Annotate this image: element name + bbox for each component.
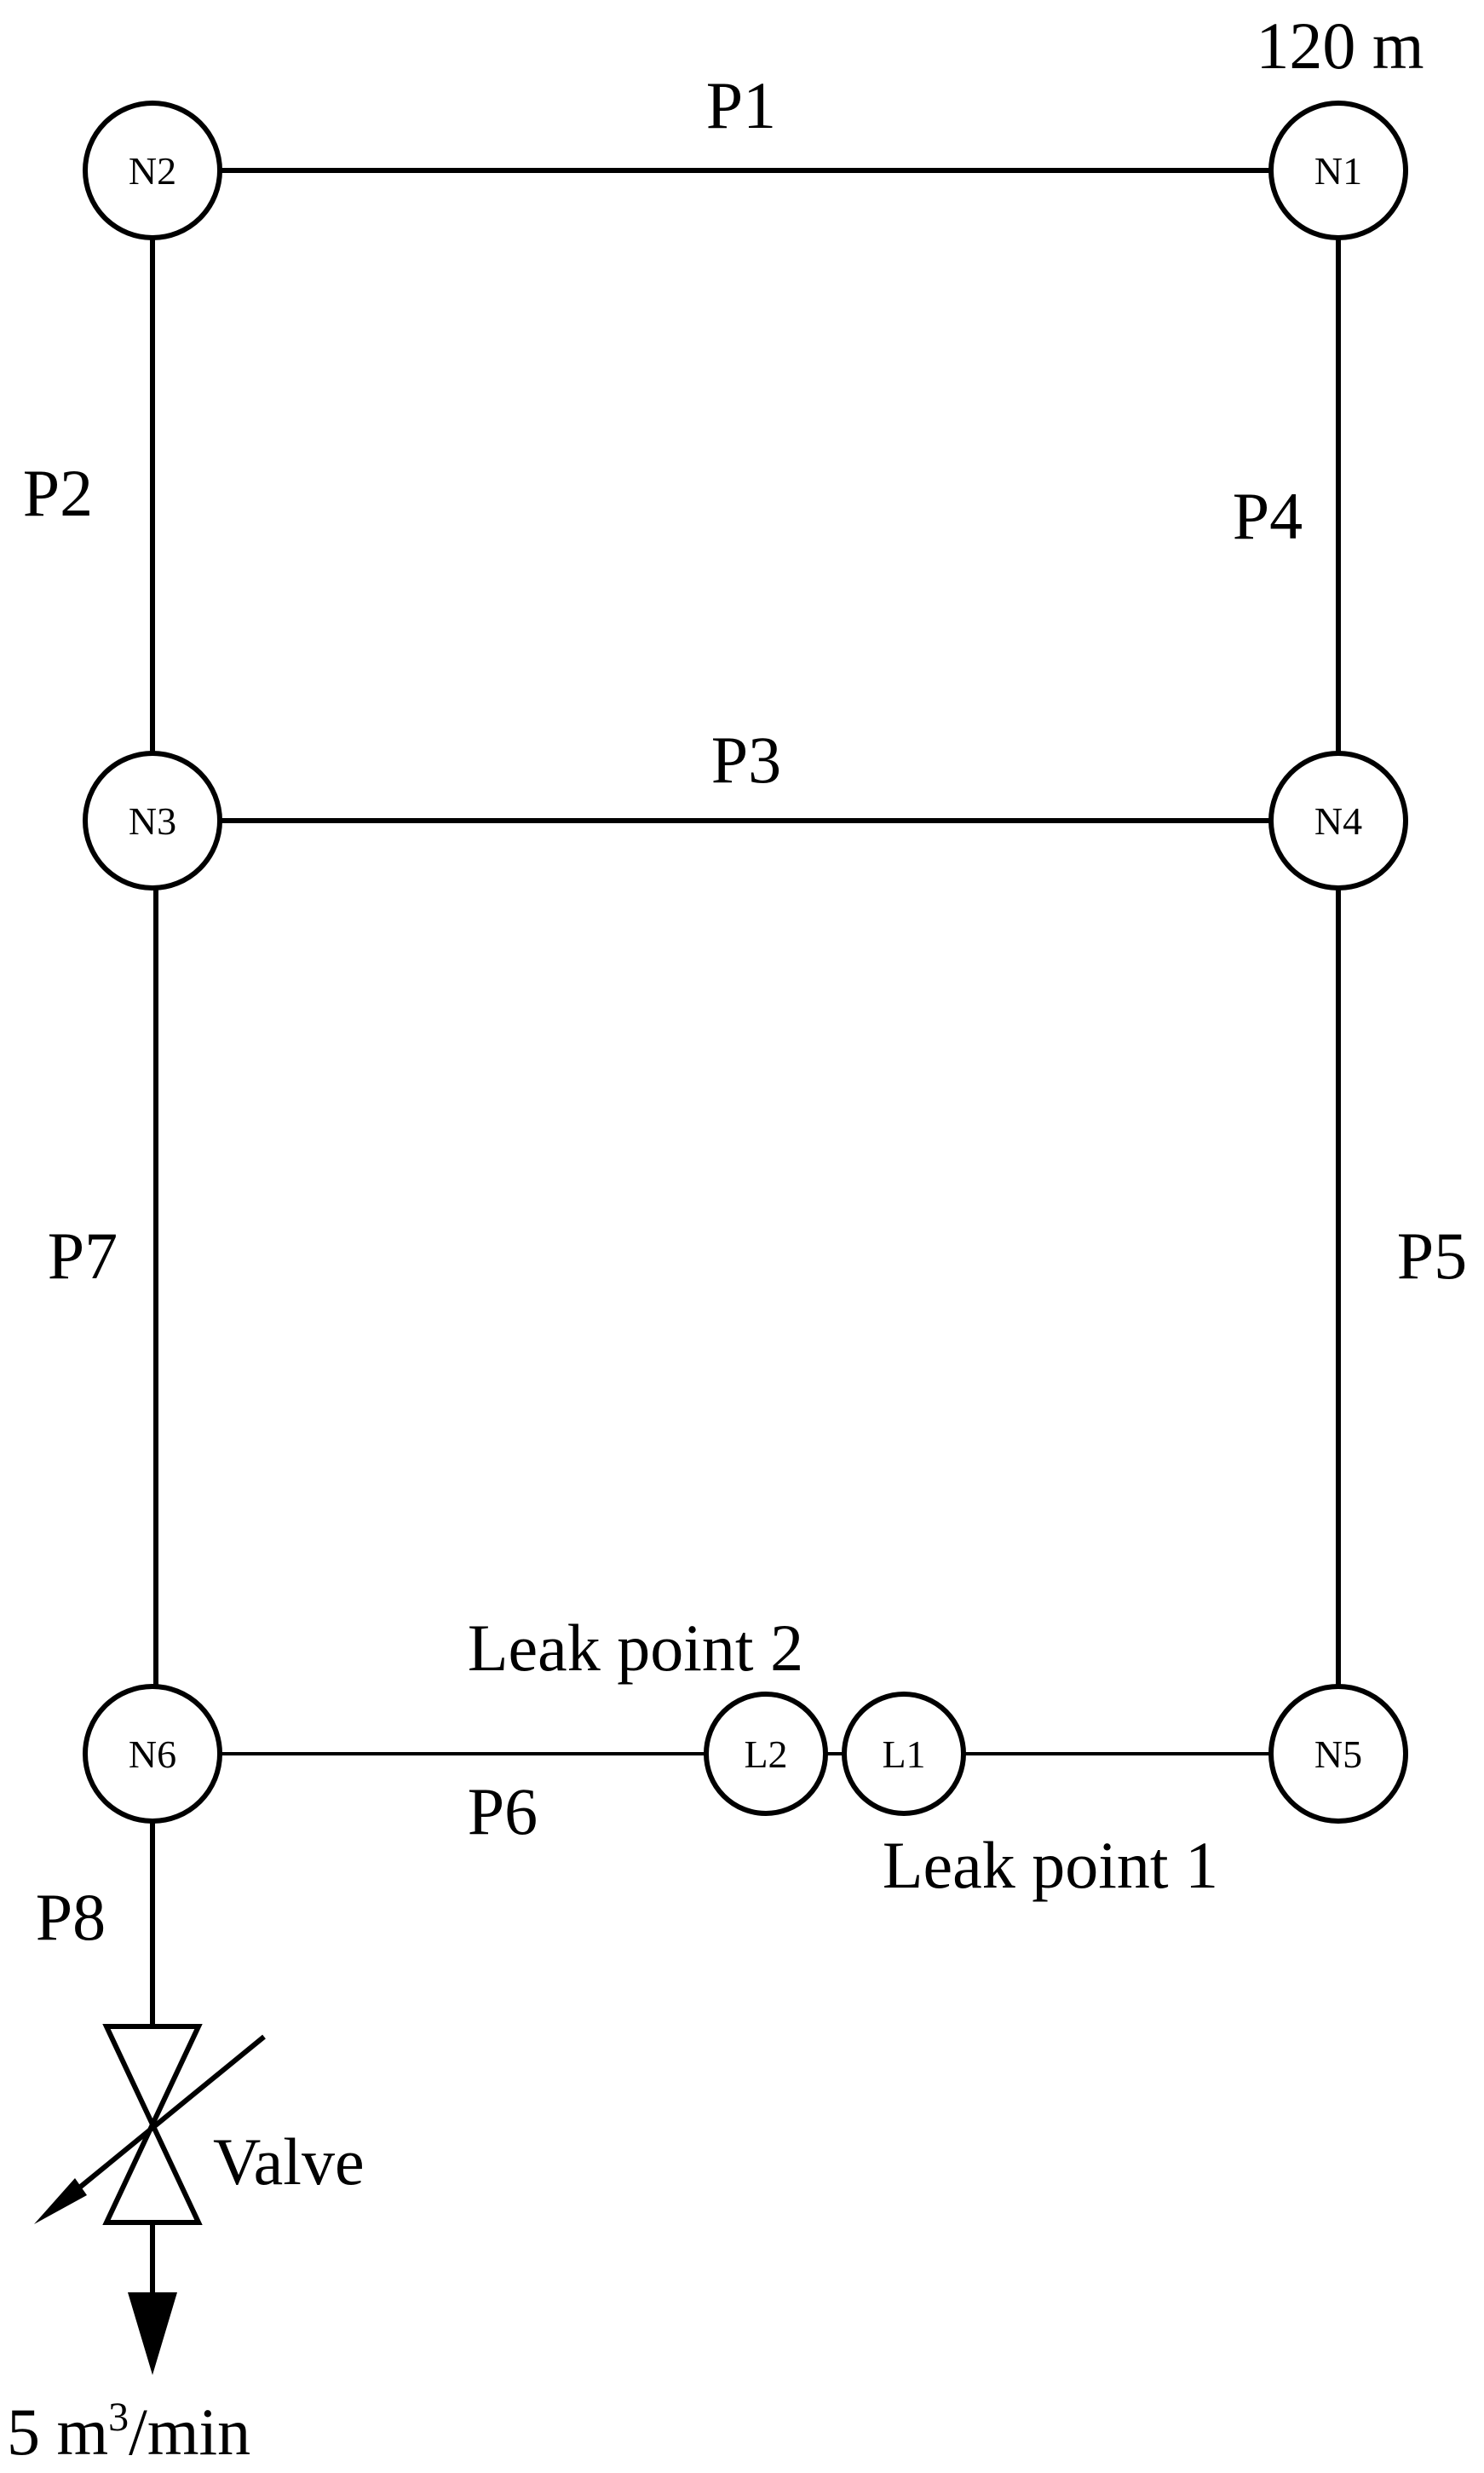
pipe-p1-label: P1 xyxy=(706,68,776,142)
pipe-p5-label: P5 xyxy=(1397,1219,1467,1293)
pipe-p8-label: P8 xyxy=(36,1880,106,1954)
outflow-label: 5 m3/min xyxy=(7,2395,250,2469)
node-n3: N3 xyxy=(83,751,222,891)
node-n1-label: N1 xyxy=(1314,149,1362,193)
pipe-p2-label: P2 xyxy=(23,456,93,530)
pipe-p6-label: P6 xyxy=(468,1774,538,1848)
node-n4-label: N4 xyxy=(1314,799,1362,843)
outflow-exponent: 3 xyxy=(108,2395,129,2440)
leak-node-l2-label: L2 xyxy=(744,1732,787,1776)
node-n3-label: N3 xyxy=(129,799,176,843)
leak-node-l1-label: L1 xyxy=(882,1732,925,1776)
node-n6-label: N6 xyxy=(129,1732,176,1776)
node-n6: N6 xyxy=(83,1684,222,1824)
leak-node-l2: L2 xyxy=(704,1692,828,1816)
leak-point-1-label: Leak point 1 xyxy=(883,1828,1218,1902)
node-n5: N5 xyxy=(1268,1684,1408,1824)
pipe-p3-label: P3 xyxy=(711,723,781,797)
node-n1: N1 xyxy=(1268,101,1408,240)
node-n5-label: N5 xyxy=(1314,1732,1362,1776)
outflow-suffix: /min xyxy=(129,2395,250,2469)
pipe-p4-label: P4 xyxy=(1233,479,1303,553)
outflow-prefix: 5 m xyxy=(7,2395,108,2469)
valve-label: Valve xyxy=(213,2124,365,2199)
node-n2: N2 xyxy=(83,101,222,240)
node-n4: N4 xyxy=(1268,751,1408,891)
pipe-p7-label: P7 xyxy=(48,1219,118,1293)
leak-point-2-label: Leak point 2 xyxy=(468,1611,803,1685)
leak-node-l1: L1 xyxy=(842,1692,966,1816)
outflow-arrow-icon xyxy=(128,2292,177,2375)
reservoir-head-label: 120 m xyxy=(1256,9,1424,83)
node-n2-label: N2 xyxy=(129,149,176,193)
valve-icon xyxy=(34,2024,266,2225)
